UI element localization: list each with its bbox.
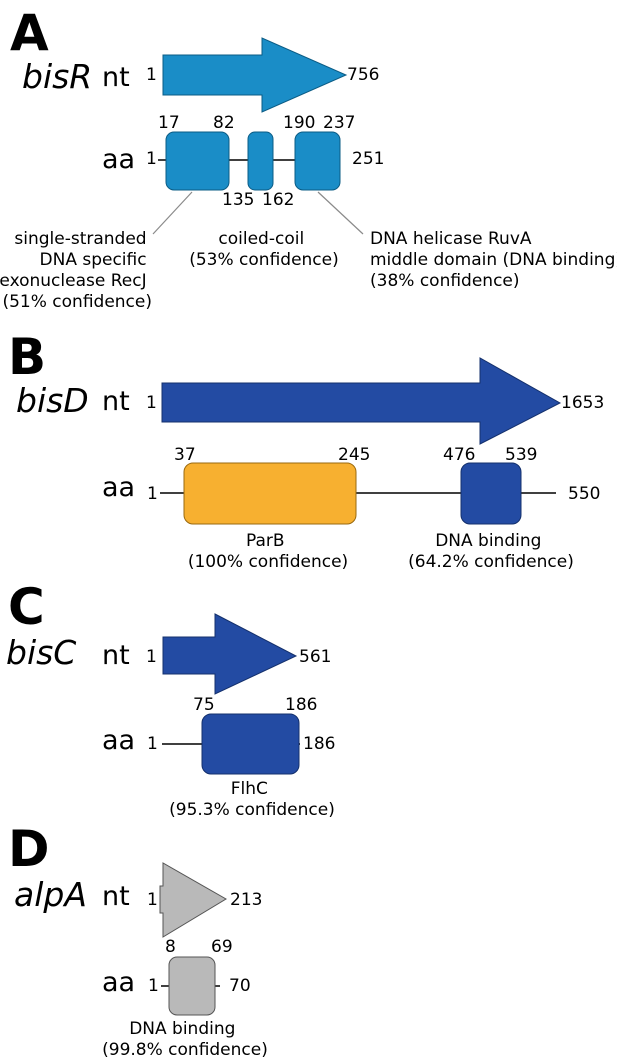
panel-b-nt-end: 1653 bbox=[561, 393, 604, 413]
panel-d-aa-end: 70 bbox=[229, 976, 251, 996]
panel-a-annotation-3-line-2: middle domain (DNA binding) bbox=[370, 250, 617, 270]
panel-a-annotation-3: DNA helicase RuvA middle domain (DNA bin… bbox=[370, 229, 617, 291]
panel-a-domain-3 bbox=[294, 131, 341, 191]
panel-d-nt-arrow bbox=[159, 862, 227, 938]
panel-a-domain-1-to: 82 bbox=[213, 113, 235, 133]
panel-d-nt-start: 1 bbox=[147, 890, 158, 910]
panel-a-domain-3-from: 190 bbox=[283, 113, 315, 133]
panel-c-annotation-1: FlhC (95.3% confidence) bbox=[169, 779, 335, 820]
panel-a-annotation-1-line-3: exonuclease RecJ bbox=[0, 271, 147, 291]
panel-a-aa-start: 1 bbox=[146, 149, 157, 169]
panel-c-domain-1-to: 186 bbox=[285, 695, 317, 715]
panel-a-domain-2-to: 162 bbox=[262, 190, 294, 210]
panel-b-letter: B bbox=[8, 328, 46, 386]
panel-a-annotation-1: single-stranded DNA specific exonuclease… bbox=[0, 229, 152, 312]
panel-b-domain-1-from: 37 bbox=[174, 445, 196, 465]
panel-a-nt-label: nt bbox=[102, 62, 130, 93]
panel-c-annotation-1-line-2: (95.3% confidence) bbox=[169, 800, 335, 820]
panel-c-nt-start: 1 bbox=[146, 647, 157, 667]
panel-a-domain-2 bbox=[247, 131, 274, 191]
panel-a-annotation-2-line-1: coiled-coil bbox=[218, 229, 304, 249]
panel-b-domain-2-to: 539 bbox=[505, 445, 537, 465]
panel-d-domain-1-from: 8 bbox=[165, 937, 176, 957]
panel-d: D alpA nt 1 213 aa 1 70 8 69 DNA binding… bbox=[8, 820, 268, 1060]
panel-a-annotation-2-line-2: (53% confidence) bbox=[189, 250, 339, 270]
panel-c-aa-label: aa bbox=[102, 725, 135, 756]
panel-b-annotation-2-line-1: DNA binding bbox=[435, 531, 541, 551]
panel-d-annotation-1: DNA binding (99.8% confidence) bbox=[102, 1019, 268, 1060]
panel-a-nt-start: 1 bbox=[146, 65, 157, 85]
panel-a-callout-3 bbox=[317, 191, 364, 235]
panel-a-aa-end: 251 bbox=[352, 149, 384, 169]
panel-c-nt-arrow bbox=[162, 613, 298, 695]
panel-b-annotation-1-line-1: ParB bbox=[246, 531, 285, 551]
panel-c-nt-label: nt bbox=[102, 640, 130, 671]
panel-c-aa-start: 1 bbox=[147, 734, 158, 754]
panel-d-aa-label: aa bbox=[102, 967, 135, 998]
panel-b-nt-arrow bbox=[161, 357, 562, 445]
panel-c-domain-1-from: 75 bbox=[193, 695, 215, 715]
panel-a-annotation-1-line-4: (51% confidence) bbox=[2, 292, 152, 312]
panel-b-annotation-1-line-2: (100% confidence) bbox=[188, 552, 348, 572]
panel-c-nt-end: 561 bbox=[299, 647, 331, 667]
panel-b-domain-2 bbox=[460, 462, 522, 525]
panel-c-domain-1 bbox=[201, 713, 300, 775]
panel-b-annotation-1: ParB (100% confidence) bbox=[188, 531, 348, 572]
panel-a-domain-3-to: 237 bbox=[323, 113, 355, 133]
panel-d-aa-start: 1 bbox=[148, 976, 159, 996]
panel-b-domain-2-from: 476 bbox=[443, 445, 475, 465]
panel-b-aa-start: 1 bbox=[147, 484, 158, 504]
panel-d-nt-label: nt bbox=[102, 881, 130, 912]
panel-b-nt-start: 1 bbox=[146, 393, 157, 413]
panel-c-aa-end: 186 bbox=[303, 734, 335, 754]
panel-b-annotation-2-line-2: (64.2% confidence) bbox=[408, 552, 574, 572]
panel-a-annotation-3-line-1: DNA helicase RuvA bbox=[370, 229, 532, 249]
panel-a-aa-label: aa bbox=[102, 144, 135, 175]
panel-a-domain-2-from: 135 bbox=[222, 190, 254, 210]
panel-c-annotation-1-line-1: FlhC bbox=[231, 779, 268, 799]
panel-b-gene-name: bisD bbox=[16, 381, 89, 420]
panel-d-letter: D bbox=[8, 820, 50, 878]
panel-d-nt-end: 213 bbox=[230, 890, 262, 910]
panel-a-nt-end: 756 bbox=[347, 65, 379, 85]
panel-a: A bisR nt 1 756 aa 1 251 17 82 135 162 1… bbox=[0, 4, 617, 312]
panel-a-domain-1 bbox=[165, 131, 230, 191]
panel-c-letter: C bbox=[8, 578, 45, 636]
panel-a-annotation-2: coiled-coil (53% confidence) bbox=[189, 229, 339, 270]
panel-a-gene-name: bisR bbox=[22, 57, 92, 96]
panel-a-annotation-1-line-1: single-stranded bbox=[14, 229, 146, 249]
panel-a-letter: A bbox=[10, 4, 49, 62]
panel-d-domain-1-to: 69 bbox=[211, 937, 233, 957]
panel-b-aa-end: 550 bbox=[568, 484, 600, 504]
panel-c: C bisC nt 1 561 aa 1 186 75 186 FlhC (95… bbox=[6, 578, 335, 820]
panel-a-nt-arrow bbox=[162, 37, 348, 113]
panel-b-domain-1 bbox=[183, 462, 357, 525]
panel-c-gene-name: bisC bbox=[6, 633, 76, 672]
panel-b: B bisD nt 1 1653 aa 1 550 37 245 476 539… bbox=[8, 328, 604, 572]
panel-d-annotation-1-line-1: DNA binding bbox=[129, 1019, 235, 1039]
panel-a-callout-1 bbox=[152, 191, 193, 235]
panel-d-annotation-1-line-2: (99.8% confidence) bbox=[102, 1040, 268, 1060]
panel-a-domain-1-from: 17 bbox=[158, 113, 180, 133]
panel-d-gene-name: alpA bbox=[14, 875, 87, 914]
panel-b-aa-label: aa bbox=[102, 472, 135, 503]
panel-d-domain-1 bbox=[168, 956, 216, 1016]
panel-b-nt-label: nt bbox=[102, 386, 130, 417]
panel-a-annotation-1-line-2: DNA specific bbox=[40, 250, 147, 270]
panel-b-domain-1-to: 245 bbox=[338, 445, 370, 465]
panel-a-annotation-3-line-3: (38% confidence) bbox=[370, 271, 520, 291]
panel-b-annotation-2: DNA binding (64.2% confidence) bbox=[408, 531, 574, 572]
